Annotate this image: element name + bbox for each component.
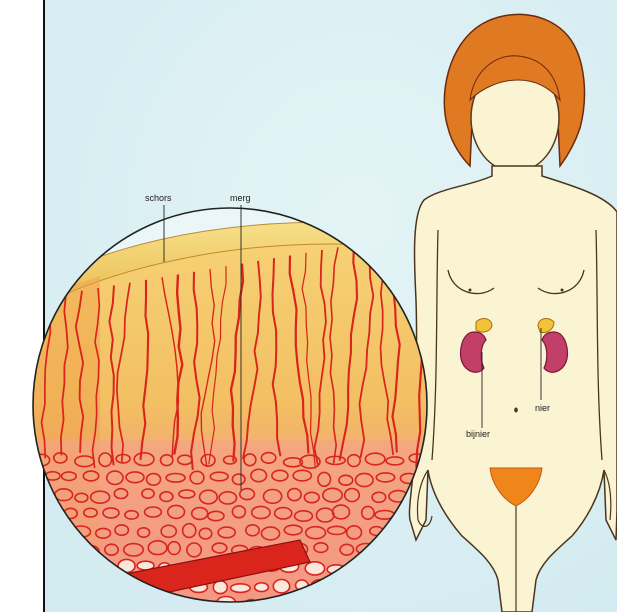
left-margin: [0, 0, 44, 612]
navel: [514, 408, 518, 413]
capillary-loop: [255, 583, 269, 592]
adrenal-label: nier: [535, 403, 550, 413]
capillary-loop: [231, 584, 251, 593]
left-nipple: [469, 289, 472, 292]
capillary-loop: [273, 580, 289, 593]
right-nipple: [561, 289, 564, 292]
kidney-label: bijnier: [466, 429, 490, 439]
left-adrenal-gland: [476, 319, 492, 333]
medulla-label: merg: [230, 193, 251, 203]
cortex-label: schors: [145, 193, 172, 203]
capillary-loop: [305, 562, 324, 575]
